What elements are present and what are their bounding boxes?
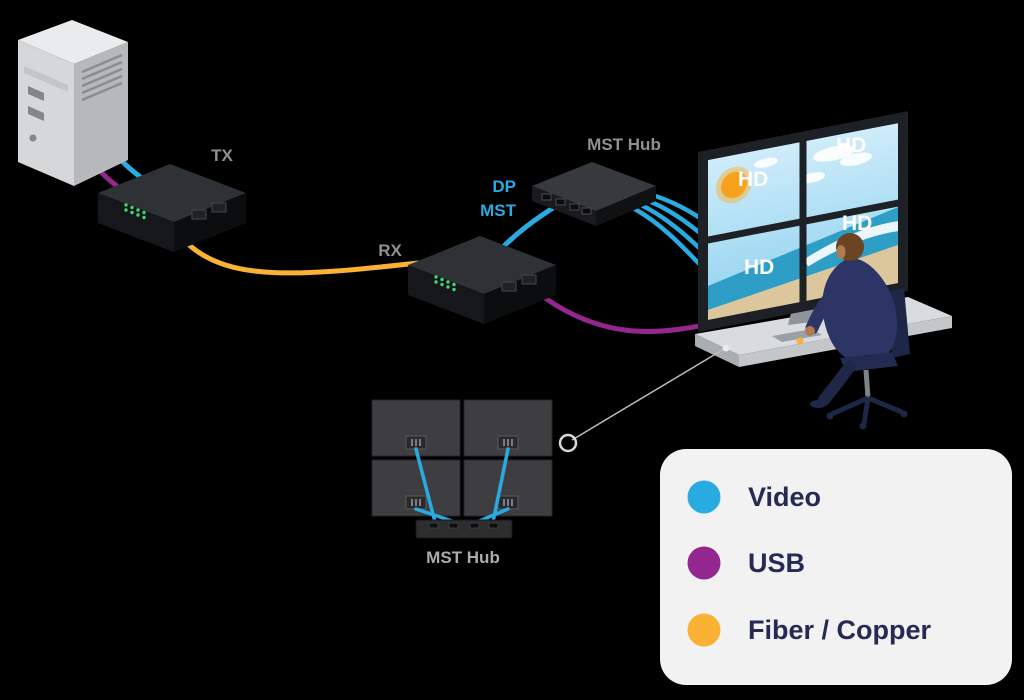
rear-mst-hub-ports xyxy=(428,522,499,529)
mst-hub-ports xyxy=(541,193,592,215)
legend-label-usb: USB xyxy=(748,548,805,578)
rx-label: RX xyxy=(378,241,402,260)
fiber-cable-tx-rx xyxy=(185,241,421,276)
chair-wheel-3 xyxy=(859,422,867,430)
monitor-backs: MST Hub xyxy=(371,399,553,567)
hd-label-monitor-1: HD xyxy=(738,168,768,191)
tower-drive-bay xyxy=(24,66,68,92)
callout-line xyxy=(571,348,725,441)
legend-label-video: Video xyxy=(748,482,821,512)
rx-port-1 xyxy=(501,281,517,292)
legend-label-fiber: Fiber / Copper xyxy=(748,615,932,645)
tower-vents xyxy=(81,53,123,102)
computer-tower xyxy=(18,20,128,186)
chair-base xyxy=(830,395,903,425)
operator-foot xyxy=(810,400,826,408)
tx-status-leds xyxy=(124,203,146,220)
mst-hub-device: MST Hub xyxy=(532,135,661,226)
mst-label: MST xyxy=(480,201,517,220)
legend-dot-fiber xyxy=(687,613,721,647)
sun-icon-core xyxy=(721,171,747,199)
rx-device: RX xyxy=(378,236,556,324)
chair-wheel-2 xyxy=(900,410,908,418)
tx-device: TX xyxy=(98,146,246,252)
tx-port-1 xyxy=(191,209,207,220)
dp-label: DP xyxy=(492,177,516,196)
legend-dot-video xyxy=(687,480,721,514)
hd-label-monitor-3: HD xyxy=(744,256,774,279)
hd-label-monitor-4: HD xyxy=(842,212,872,235)
tx-port-2 xyxy=(211,202,227,213)
rear-mst-hub xyxy=(415,519,513,539)
operator-leg xyxy=(818,360,856,406)
usb-cable-rx-desk xyxy=(542,295,721,334)
rx-status-leds xyxy=(434,275,456,292)
tower-slot-1 xyxy=(28,86,44,101)
legend-dot-usb xyxy=(687,546,721,580)
chair-pole xyxy=(863,369,871,399)
callout-start-dot xyxy=(722,344,730,352)
operator-arm xyxy=(805,281,845,335)
tower-slot-2 xyxy=(28,106,44,121)
tower-power-button xyxy=(29,134,37,142)
rx-port-2 xyxy=(521,274,537,285)
mst-hub-bottom-label: MST Hub xyxy=(426,548,500,567)
video-cable-rx-hub xyxy=(499,203,559,251)
callout xyxy=(558,344,730,453)
wall-frames xyxy=(698,111,908,332)
callout-end-circle xyxy=(558,433,578,453)
legend-card: Video USB Fiber / Copper xyxy=(660,449,1012,685)
operator xyxy=(805,233,910,430)
mouse-icon xyxy=(796,337,804,345)
operator-hand xyxy=(805,326,815,336)
tx-label: TX xyxy=(211,146,233,165)
monitor-back-ports xyxy=(405,435,519,510)
mst-hub-top-label: MST Hub xyxy=(587,135,661,154)
legend-background xyxy=(660,449,1012,685)
operator-face xyxy=(836,245,846,259)
chair-wheel-1 xyxy=(826,412,834,420)
hd-label-monitor-2: HD xyxy=(836,134,866,157)
